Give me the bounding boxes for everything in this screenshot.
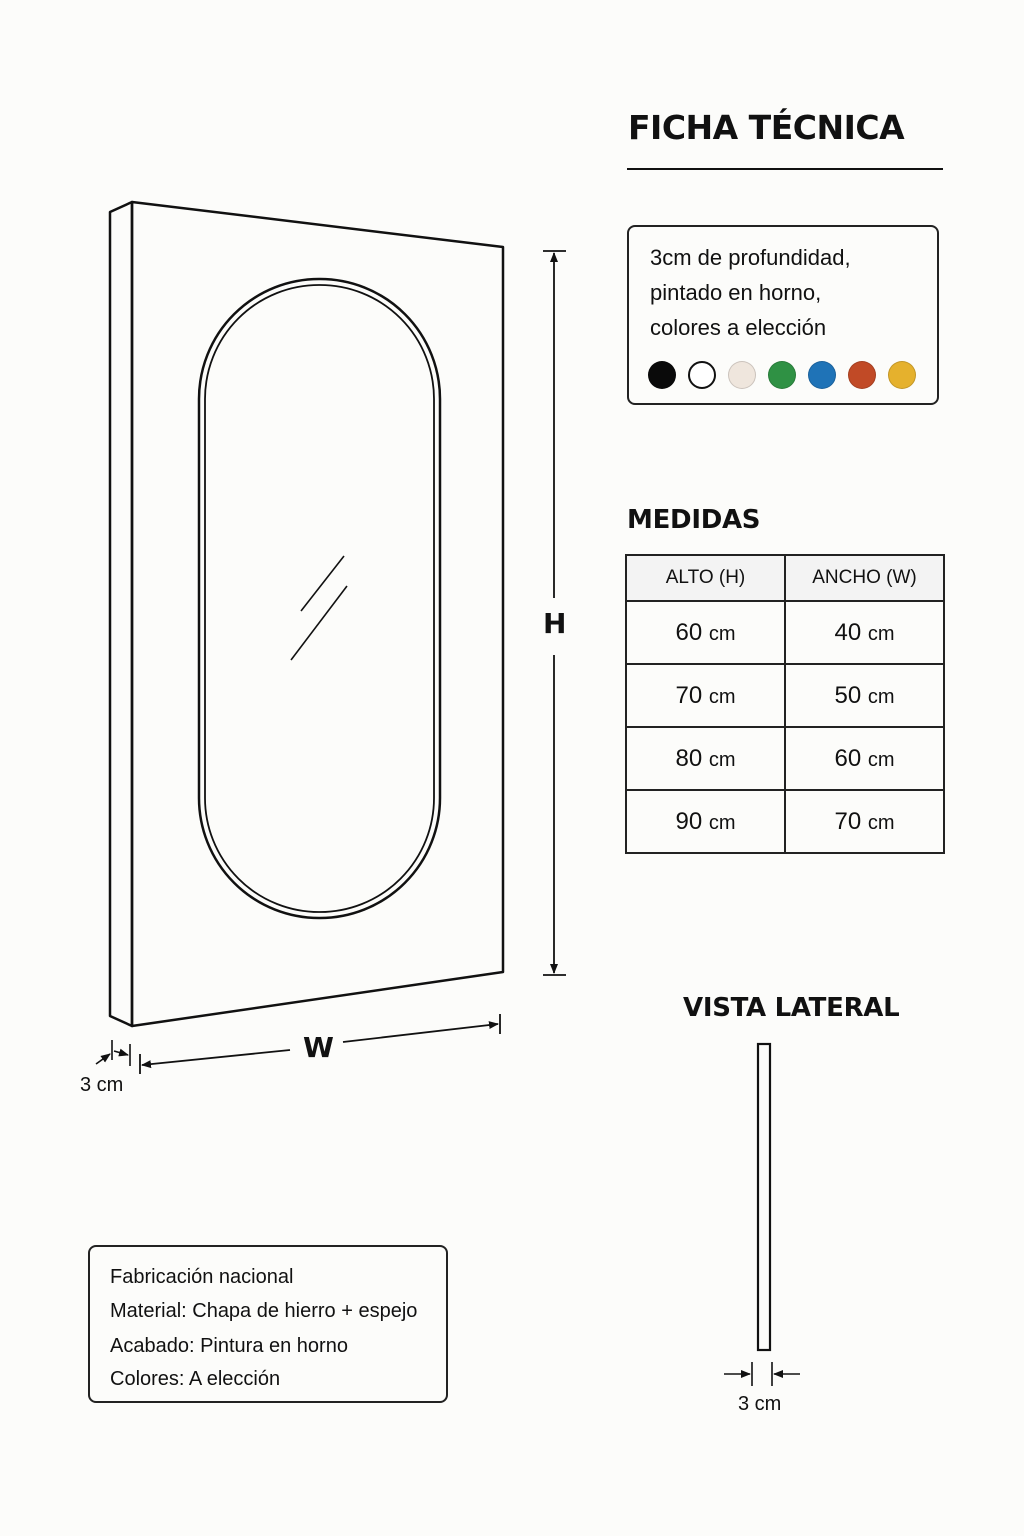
- info-line-colores: Colores: A elección: [110, 1368, 281, 1390]
- cell-value: 60: [675, 618, 703, 646]
- cell-value: 50: [834, 681, 862, 709]
- cell-value: 80: [675, 744, 703, 772]
- mirror-frame-front: [130, 200, 505, 1028]
- cell-alto: 60 cm: [625, 600, 786, 665]
- depth-arrow-b: [113, 1048, 129, 1057]
- cell-value: 60: [834, 744, 862, 772]
- width-label: W: [303, 1031, 334, 1064]
- color-swatch: [808, 361, 836, 389]
- side-view-profile: [756, 1042, 772, 1352]
- cell-alto: 80 cm: [625, 726, 786, 791]
- info-line-fabricacion: Fabricación nacional: [110, 1266, 294, 1288]
- info-line-material: Material: Chapa de hierro + espejo: [110, 1300, 418, 1322]
- cell-alto: 90 cm: [625, 789, 786, 854]
- side-view-depth-label: 3 cm: [738, 1393, 782, 1415]
- color-swatch: [728, 361, 756, 389]
- width-dim-line-left: [141, 1049, 291, 1069]
- width-dim-line-right: [342, 1021, 499, 1043]
- spec-line: 3cm de profundidad,: [650, 245, 851, 270]
- spec-text: 3cm de profundidad, pintado en horno, co…: [650, 240, 940, 345]
- color-swatches: [648, 361, 916, 389]
- side-view-title: VISTA LATERAL: [683, 993, 900, 1023]
- header-alto: ALTO (H): [625, 554, 786, 602]
- mirror-oval-outer: [197, 277, 442, 920]
- medidas-title: MEDIDAS: [627, 505, 761, 535]
- depth-arrow-a: [95, 1053, 111, 1065]
- height-label: H: [543, 607, 567, 640]
- cell-unit: cm: [867, 622, 895, 645]
- cell-alto: 70 cm: [625, 663, 786, 728]
- color-swatch: [888, 361, 916, 389]
- cell-ancho: 70 cm: [784, 789, 945, 854]
- spec-box: [627, 225, 939, 405]
- header-ancho: ANCHO (W): [784, 554, 945, 602]
- spec-line: pintado en horno,: [650, 280, 822, 305]
- color-swatch: [768, 361, 796, 389]
- cell-unit: cm: [867, 811, 895, 834]
- reflection-mark: [290, 585, 348, 661]
- cell-ancho: 40 cm: [784, 600, 945, 665]
- cell-unit: cm: [708, 811, 736, 834]
- info-box: [88, 1245, 448, 1403]
- color-swatch: [848, 361, 876, 389]
- title-divider: [627, 168, 943, 170]
- reflection-mark: [300, 555, 345, 612]
- info-line-acabado: Acabado: Pintura en horno: [110, 1335, 348, 1357]
- cell-ancho: 60 cm: [784, 726, 945, 791]
- cell-value: 70: [834, 807, 862, 835]
- color-swatch: [688, 361, 716, 389]
- cell-unit: cm: [708, 622, 736, 645]
- cell-value: 70: [675, 681, 703, 709]
- page-title: FICHA TÉCNICA: [628, 108, 905, 147]
- mirror-oval-inner: [204, 284, 435, 913]
- cell-value: 40: [834, 618, 862, 646]
- mirror-frame-side: [108, 200, 134, 1028]
- cell-unit: cm: [708, 748, 736, 771]
- depth-label: 3 cm: [80, 1074, 124, 1096]
- cell-value: 90: [675, 807, 703, 835]
- cell-unit: cm: [708, 685, 736, 708]
- cell-unit: cm: [867, 685, 895, 708]
- color-swatch: [648, 361, 676, 389]
- cell-unit: cm: [867, 748, 895, 771]
- table-header-row: ALTO (H) ANCHO (W): [625, 554, 945, 602]
- spec-line: colores a elección: [650, 315, 827, 340]
- cell-ancho: 50 cm: [784, 663, 945, 728]
